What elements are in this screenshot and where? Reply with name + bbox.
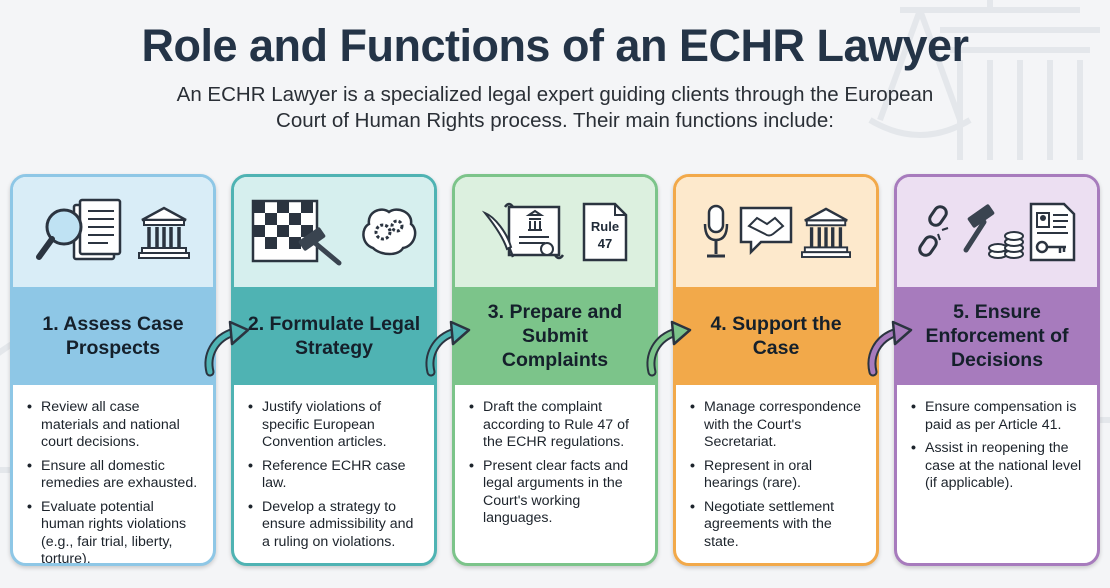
bullet-list: Ensure compensation is paid as per Artic…	[897, 385, 1097, 493]
list-item: Develop a strategy to ensure admissibili…	[248, 499, 420, 552]
gavel-coins-icon	[960, 202, 1024, 262]
magnifier-documents-icon	[36, 197, 128, 267]
microphone-icon	[701, 202, 731, 262]
card-support-the-case: 4. Support the Case Manage correspondenc…	[673, 174, 879, 566]
svg-text:47: 47	[598, 236, 612, 251]
courthouse-icon	[801, 205, 851, 259]
card-formulate-legal-strategy: 2. Formulate Legal Strategy Justify viol…	[231, 174, 437, 566]
connector-arrow-icon	[204, 320, 250, 377]
list-item: Ensure all domestic remedies are exhaust…	[27, 458, 199, 493]
card-icon-area	[234, 177, 434, 287]
bullet-list: Manage correspondence with the Court's S…	[676, 385, 876, 551]
list-item: Draft the complaint according to Rule 47…	[469, 399, 641, 452]
svg-text:Rule: Rule	[591, 219, 619, 234]
card-icon-area	[13, 177, 213, 287]
bullet-list: Review all case materials and national c…	[13, 385, 213, 564]
list-item: Assist in reopening the case at the nati…	[911, 440, 1083, 493]
card-icon-area: Rule 47	[455, 177, 655, 287]
card-heading: 3. Prepare and Submit Complaints	[455, 287, 655, 385]
card-prepare-submit-complaints: Rule 47 3. Prepare and Submit Complaints…	[452, 174, 658, 566]
connector-arrow-icon	[867, 320, 913, 377]
card-ensure-enforcement: 5. Ensure Enforcement of Decisions Ensur…	[894, 174, 1100, 566]
courthouse-icon	[138, 204, 190, 260]
bullet-list: Draft the complaint according to Rule 47…	[455, 385, 655, 528]
handshake-icon	[737, 204, 795, 260]
list-item: Reference ECHR case law.	[248, 458, 420, 493]
card-assess-case-prospects: 1. Assess Case Prospects Review all case…	[10, 174, 216, 566]
list-item: Evaluate potential human rights violatio…	[27, 499, 199, 564]
card-heading: 4. Support the Case	[676, 287, 876, 385]
connector-arrow-icon	[646, 320, 692, 377]
list-item: Negotiate settlement agreements with the…	[690, 499, 862, 552]
bullet-list: Justify violations of specific European …	[234, 385, 434, 551]
page-subtitle: An ECHR Lawyer is a specialized legal ex…	[176, 83, 934, 132]
list-item: Present clear facts and legal arguments …	[469, 458, 641, 528]
quill-scroll-icon	[481, 197, 571, 267]
list-item: Represent in oral hearings (rare).	[690, 458, 862, 493]
card-heading: 1. Assess Case Prospects	[13, 287, 213, 385]
rule-47-document-icon: Rule 47	[581, 201, 629, 263]
list-item: Review all case materials and national c…	[27, 399, 199, 452]
list-item: Manage correspondence with the Court's S…	[690, 399, 862, 452]
chessboard-gavel-icon	[249, 197, 349, 267]
page-title: Role and Functions of an ECHR Lawyer	[141, 20, 969, 71]
card-heading: 2. Formulate Legal Strategy	[234, 287, 434, 385]
broken-chain-icon	[916, 202, 956, 262]
connector-arrow-icon	[425, 320, 471, 377]
brain-gears-icon	[359, 204, 419, 260]
list-item: Ensure compensation is paid as per Artic…	[911, 399, 1083, 434]
card-icon-area	[676, 177, 876, 287]
document-key-icon	[1028, 201, 1078, 263]
list-item: Justify violations of specific European …	[248, 399, 420, 452]
card-heading: 5. Ensure Enforcement of Decisions	[897, 287, 1097, 385]
card-icon-area	[897, 177, 1097, 287]
